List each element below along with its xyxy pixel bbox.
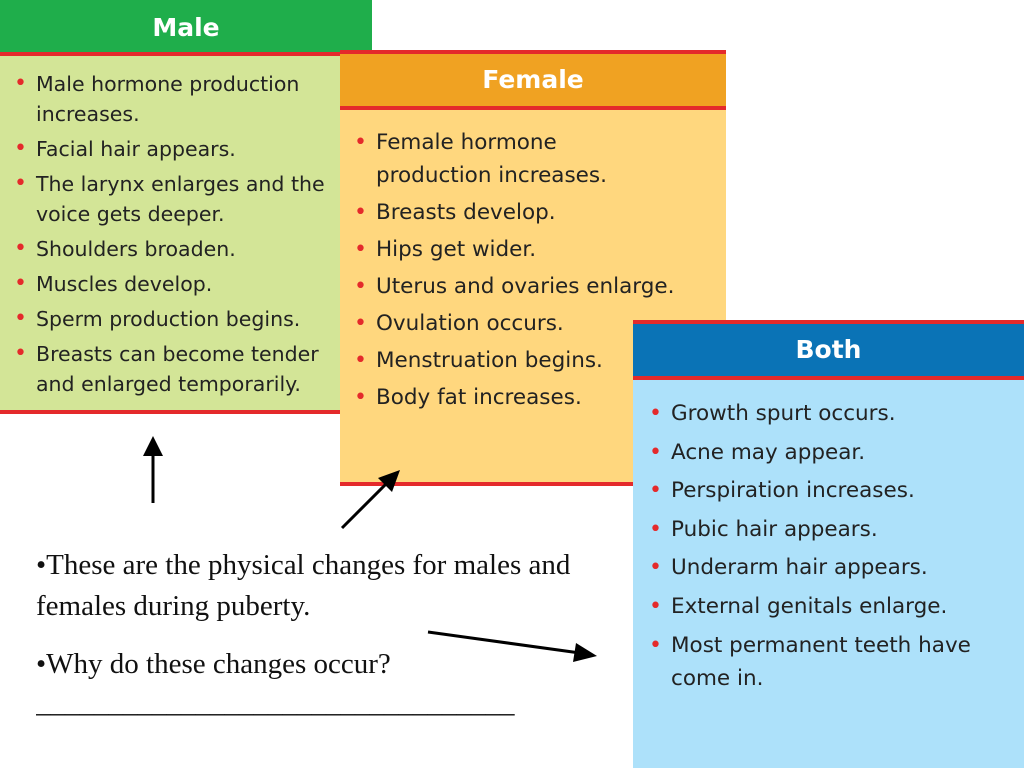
male-list: Male hormone production increases. Facia… xyxy=(0,56,372,399)
male-item-2: The larynx enlarges and the voice gets d… xyxy=(14,169,326,229)
male-panel: Male Male hormone production increases. … xyxy=(0,0,372,414)
female-list: Female hormone production increases. Bre… xyxy=(340,110,726,414)
female-panel: Female Female hormone production increas… xyxy=(340,50,726,486)
female-item-4: Ovulation occurs. xyxy=(354,307,718,340)
male-item-4: Muscles develop. xyxy=(14,269,364,299)
answer-blank-line: _________________________________ xyxy=(36,687,515,719)
female-item-5: Menstruation begins. xyxy=(354,344,718,377)
notes-line-2: •Why do these changes occur? xyxy=(36,648,391,680)
male-item-0: Male hormone production increases. xyxy=(14,69,306,129)
female-header: Female xyxy=(340,50,726,110)
female-item-1: Breasts develop. xyxy=(354,196,718,229)
both-item-0: Growth spurt occurs. xyxy=(649,397,1016,430)
arrow-up-icon xyxy=(143,436,163,503)
female-item-0: Female hormone production increases. xyxy=(354,126,646,192)
both-item-2: Perspiration increases. xyxy=(649,474,1016,507)
notes-block: •These are the physical changes for male… xyxy=(36,545,636,721)
male-item-3: Shoulders broaden. xyxy=(14,234,364,264)
both-item-4: Underarm hair appears. xyxy=(649,551,1016,584)
male-header: Male xyxy=(0,0,372,56)
both-header: Both xyxy=(633,320,1024,380)
both-panel: Both Growth spurt occurs. Acne may appea… xyxy=(633,320,1024,768)
notes-line-1: •These are the physical changes for male… xyxy=(36,549,571,622)
both-item-5: External genitals enlarge. xyxy=(649,590,1016,623)
male-item-6: Breasts can become tender and enlarged t… xyxy=(14,339,356,399)
male-item-1: Facial hair appears. xyxy=(14,134,364,164)
female-item-6: Body fat increases. xyxy=(354,381,718,414)
both-list: Growth spurt occurs. Acne may appear. Pe… xyxy=(633,380,1024,695)
both-item-6: Most permanent teeth have come in. xyxy=(649,629,1011,695)
both-item-1: Acne may appear. xyxy=(649,436,1016,469)
male-item-5: Sperm production begins. xyxy=(14,304,364,334)
both-item-3: Pubic hair appears. xyxy=(649,513,1016,546)
female-item-2: Hips get wider. xyxy=(354,233,718,266)
female-item-3: Uterus and ovaries enlarge. xyxy=(354,270,718,303)
